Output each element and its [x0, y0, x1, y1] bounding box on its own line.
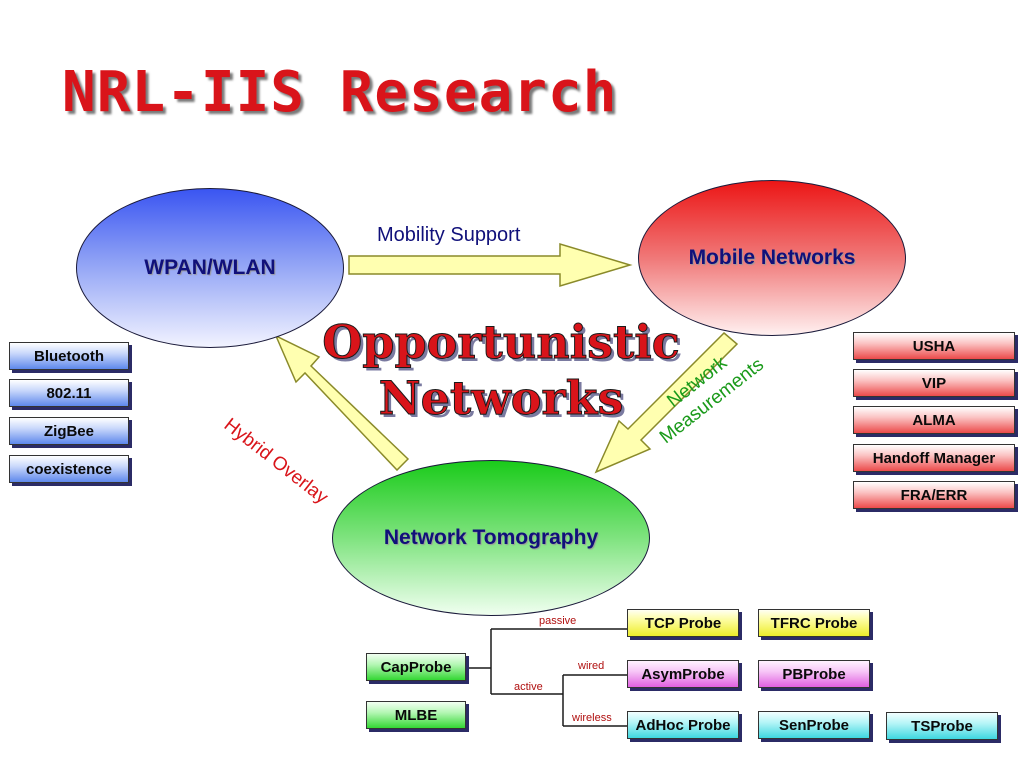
tcp-probe-box: TCP Probe [627, 609, 739, 637]
senprobe-box: SenProbe [758, 711, 870, 739]
mobility-arrow [348, 242, 633, 288]
probe-tree-lines [467, 628, 627, 727]
wireless-branch-label: wireless [572, 712, 612, 724]
tfrc-probe-box: TFRC Probe [758, 609, 870, 637]
tsprobe-box: TSProbe [886, 712, 998, 740]
handoff-manager-box: Handoff Manager [853, 444, 1015, 472]
mobile-networks-node: Mobile Networks [638, 180, 906, 336]
coexistence-box: coexistence [9, 455, 129, 483]
active-branch-label: active [514, 681, 543, 693]
network-tomography-label: Network Tomography [383, 526, 599, 549]
wpan-wlan-node: WPAN/WLAN [76, 188, 344, 348]
network-measurements-arrow [594, 331, 739, 474]
passive-branch-label: passive [539, 615, 577, 627]
overlay-line2: Networks [378, 371, 624, 426]
bluetooth-box: Bluetooth [9, 342, 129, 370]
overlay-line1: Opportunistic [322, 315, 681, 370]
opportunistic-networks-overlay: Opportunistic Networks [296, 314, 706, 426]
capprobe-box: CapProbe [366, 653, 466, 681]
zigbee-box: ZigBee [9, 417, 129, 445]
network-tomography-node: Network Tomography [332, 460, 650, 616]
wpan-wlan-label: WPAN/WLAN [144, 256, 276, 279]
mlbe-box: MLBE [366, 701, 466, 729]
adhoc-probe-box: AdHoc Probe [627, 711, 739, 739]
802-11-box: 802.11 [9, 379, 129, 407]
page-title: NRL-IIS Research [62, 60, 618, 125]
fra-err-box: FRA/ERR [853, 481, 1015, 509]
mobility-support-label: Mobility Support [377, 224, 521, 246]
pbprobe-box: PBProbe [758, 660, 870, 688]
hybrid-overlay-arrow [274, 334, 410, 472]
wired-branch-label: wired [578, 660, 605, 672]
alma-box: ALMA [853, 406, 1015, 434]
usha-box: USHA [853, 332, 1015, 360]
mobile-networks-label: Mobile Networks [688, 246, 856, 269]
asymprobe-box: AsymProbe [627, 660, 739, 688]
vip-box: VIP [853, 369, 1015, 397]
